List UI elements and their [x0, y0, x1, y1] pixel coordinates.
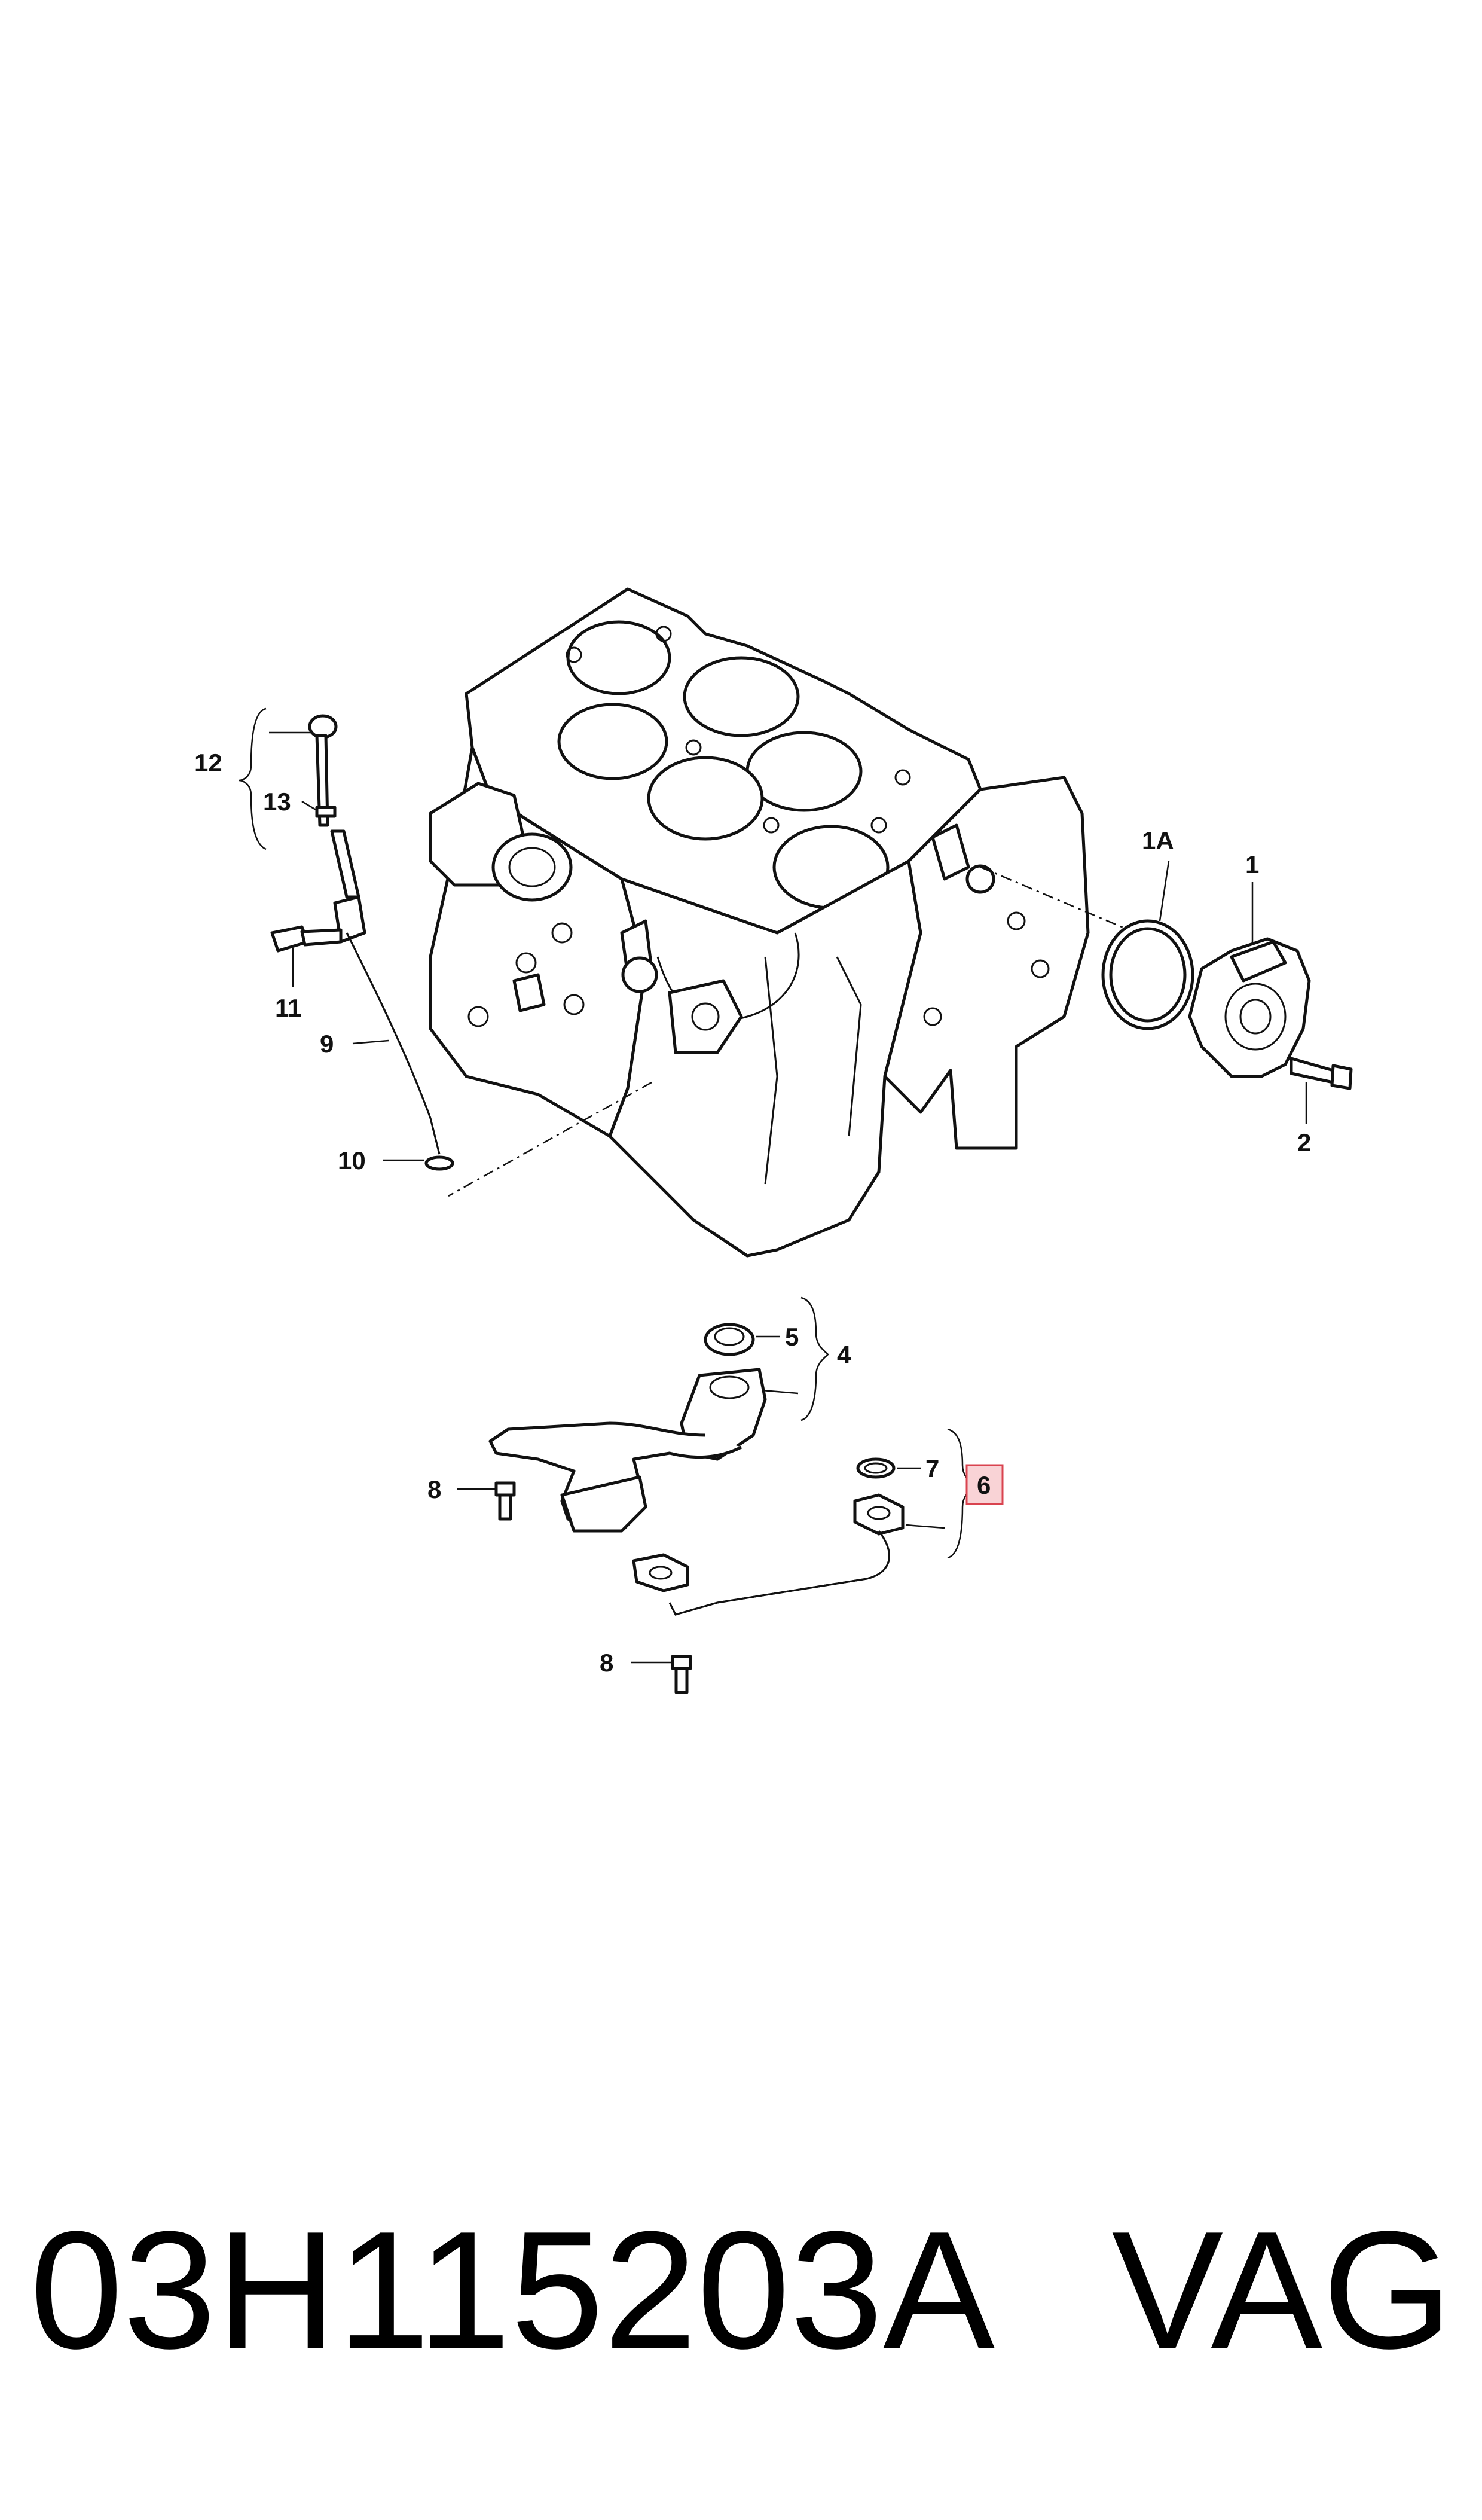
callout-5: 5: [785, 1323, 799, 1351]
callout-1a: 1A: [1142, 826, 1174, 855]
bolt-8b-icon: [671, 1655, 692, 1670]
brand-name: VAG: [1111, 2197, 1453, 2384]
oil-return-pipe: [632, 1457, 905, 1694]
callout-13: 13: [263, 788, 291, 816]
oil-pump-assembly: [1101, 919, 1353, 1090]
callout-2: 2: [1297, 1128, 1311, 1157]
part-number: 03H115203A: [30, 2197, 995, 2384]
oil-pump-icon: [1188, 937, 1311, 1078]
callout-1: 1: [1245, 850, 1259, 878]
oil-suction-pipe: [488, 1323, 767, 1533]
callout-8a: 8: [427, 1475, 441, 1503]
callout-12: 12: [194, 749, 222, 777]
seal-7-icon: [856, 1457, 896, 1479]
callout-labels: 12 13 11 9 10 1A 1 2 5 4 7 6 8 8: [194, 749, 1311, 1677]
callout-8b: 8: [600, 1649, 613, 1677]
bolt-8a-icon: [494, 1481, 516, 1497]
callout-6: 6: [977, 1471, 991, 1499]
bolt-2-icon: [1290, 1057, 1335, 1084]
callout-11: 11: [275, 994, 301, 1022]
callout-4: 4: [837, 1341, 851, 1369]
callout-10: 10: [338, 1146, 366, 1174]
engine-block: [429, 587, 1090, 1258]
dipstick-assembly: [270, 714, 454, 1171]
dipstick-alignment-line: [448, 1081, 652, 1197]
highlight-box-6[interactable]: [965, 1464, 1004, 1505]
callout-7: 7: [925, 1454, 939, 1482]
leader-lines: [239, 707, 1307, 1664]
footer: 03H115203A VAG: [30, 2195, 1465, 2386]
callout-9: 9: [320, 1030, 334, 1058]
pump-alignment-line: [980, 866, 1136, 934]
